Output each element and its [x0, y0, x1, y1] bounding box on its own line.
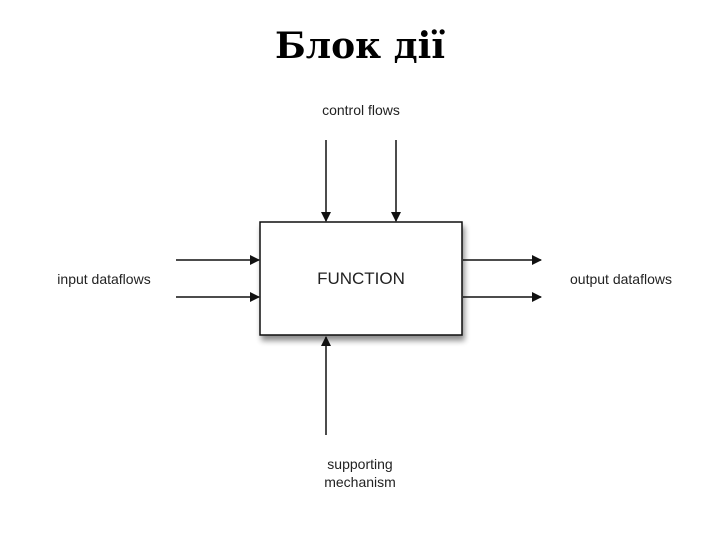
mechanism-label-line1: supporting — [327, 456, 392, 472]
control-flows-label: control flows — [322, 102, 400, 118]
input-dataflows-label: input dataflows — [57, 271, 150, 287]
slide-title: Блок дії — [274, 25, 446, 67]
function-box — [259, 221, 463, 336]
function-label: FUNCTION — [317, 269, 405, 288]
output-dataflows-label: output dataflows — [570, 271, 672, 287]
mechanism-label-line2: mechanism — [324, 474, 396, 490]
